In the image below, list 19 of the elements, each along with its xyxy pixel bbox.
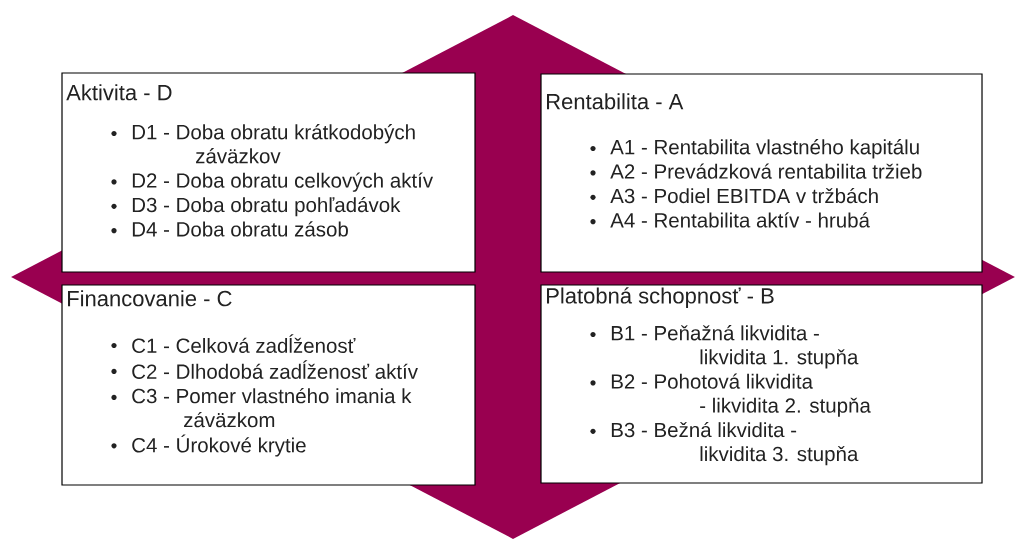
list-item: D2 - Doba obratu celkových aktív	[132, 172, 434, 192]
list-item: A1 - Rentabilita vlastného kapitálu	[610, 139, 919, 159]
list-item: C4 - Úrokové krytie	[132, 434, 306, 457]
list-item: A4 - Rentabilita aktív - hrubá	[610, 212, 870, 228]
list-item: D4 - Doba obratu zásob	[132, 221, 348, 237]
list-item: A3 - Podiel EBITDA v tržbách	[610, 187, 878, 204]
heading: Financovanie - C	[68, 290, 232, 307]
list-item: C1 - Celková zadĺženosť	[132, 334, 356, 353]
list-item: B3 - Bežná likvidita - likvidita 3. stupňa	[611, 421, 859, 466]
list-item: B2 - Pohotová likvidita - likvidita 2. stupňa	[611, 373, 871, 417]
list-item: D1 - Doba obratu krátkodobých záväzkov	[132, 124, 415, 164]
heading: Platobná schopnosť - B	[547, 287, 774, 308]
list-item: C3 - Pomer vlastného imania k záväzkom	[132, 388, 412, 428]
heading: Aktivita - D	[66, 84, 172, 101]
list-item: A2 - Prevádzková rentabilita tržieb	[610, 163, 922, 179]
heading: Rentabilita - A	[547, 93, 684, 110]
list-item: D3 - Doba obratu pohľadávok	[132, 196, 401, 217]
list-item: C2 - Dlhodobá zadĺženosť aktív	[132, 360, 418, 379]
list-item: B1 - Peňažná likvidita - likvidita 1. stupňa	[611, 325, 859, 369]
